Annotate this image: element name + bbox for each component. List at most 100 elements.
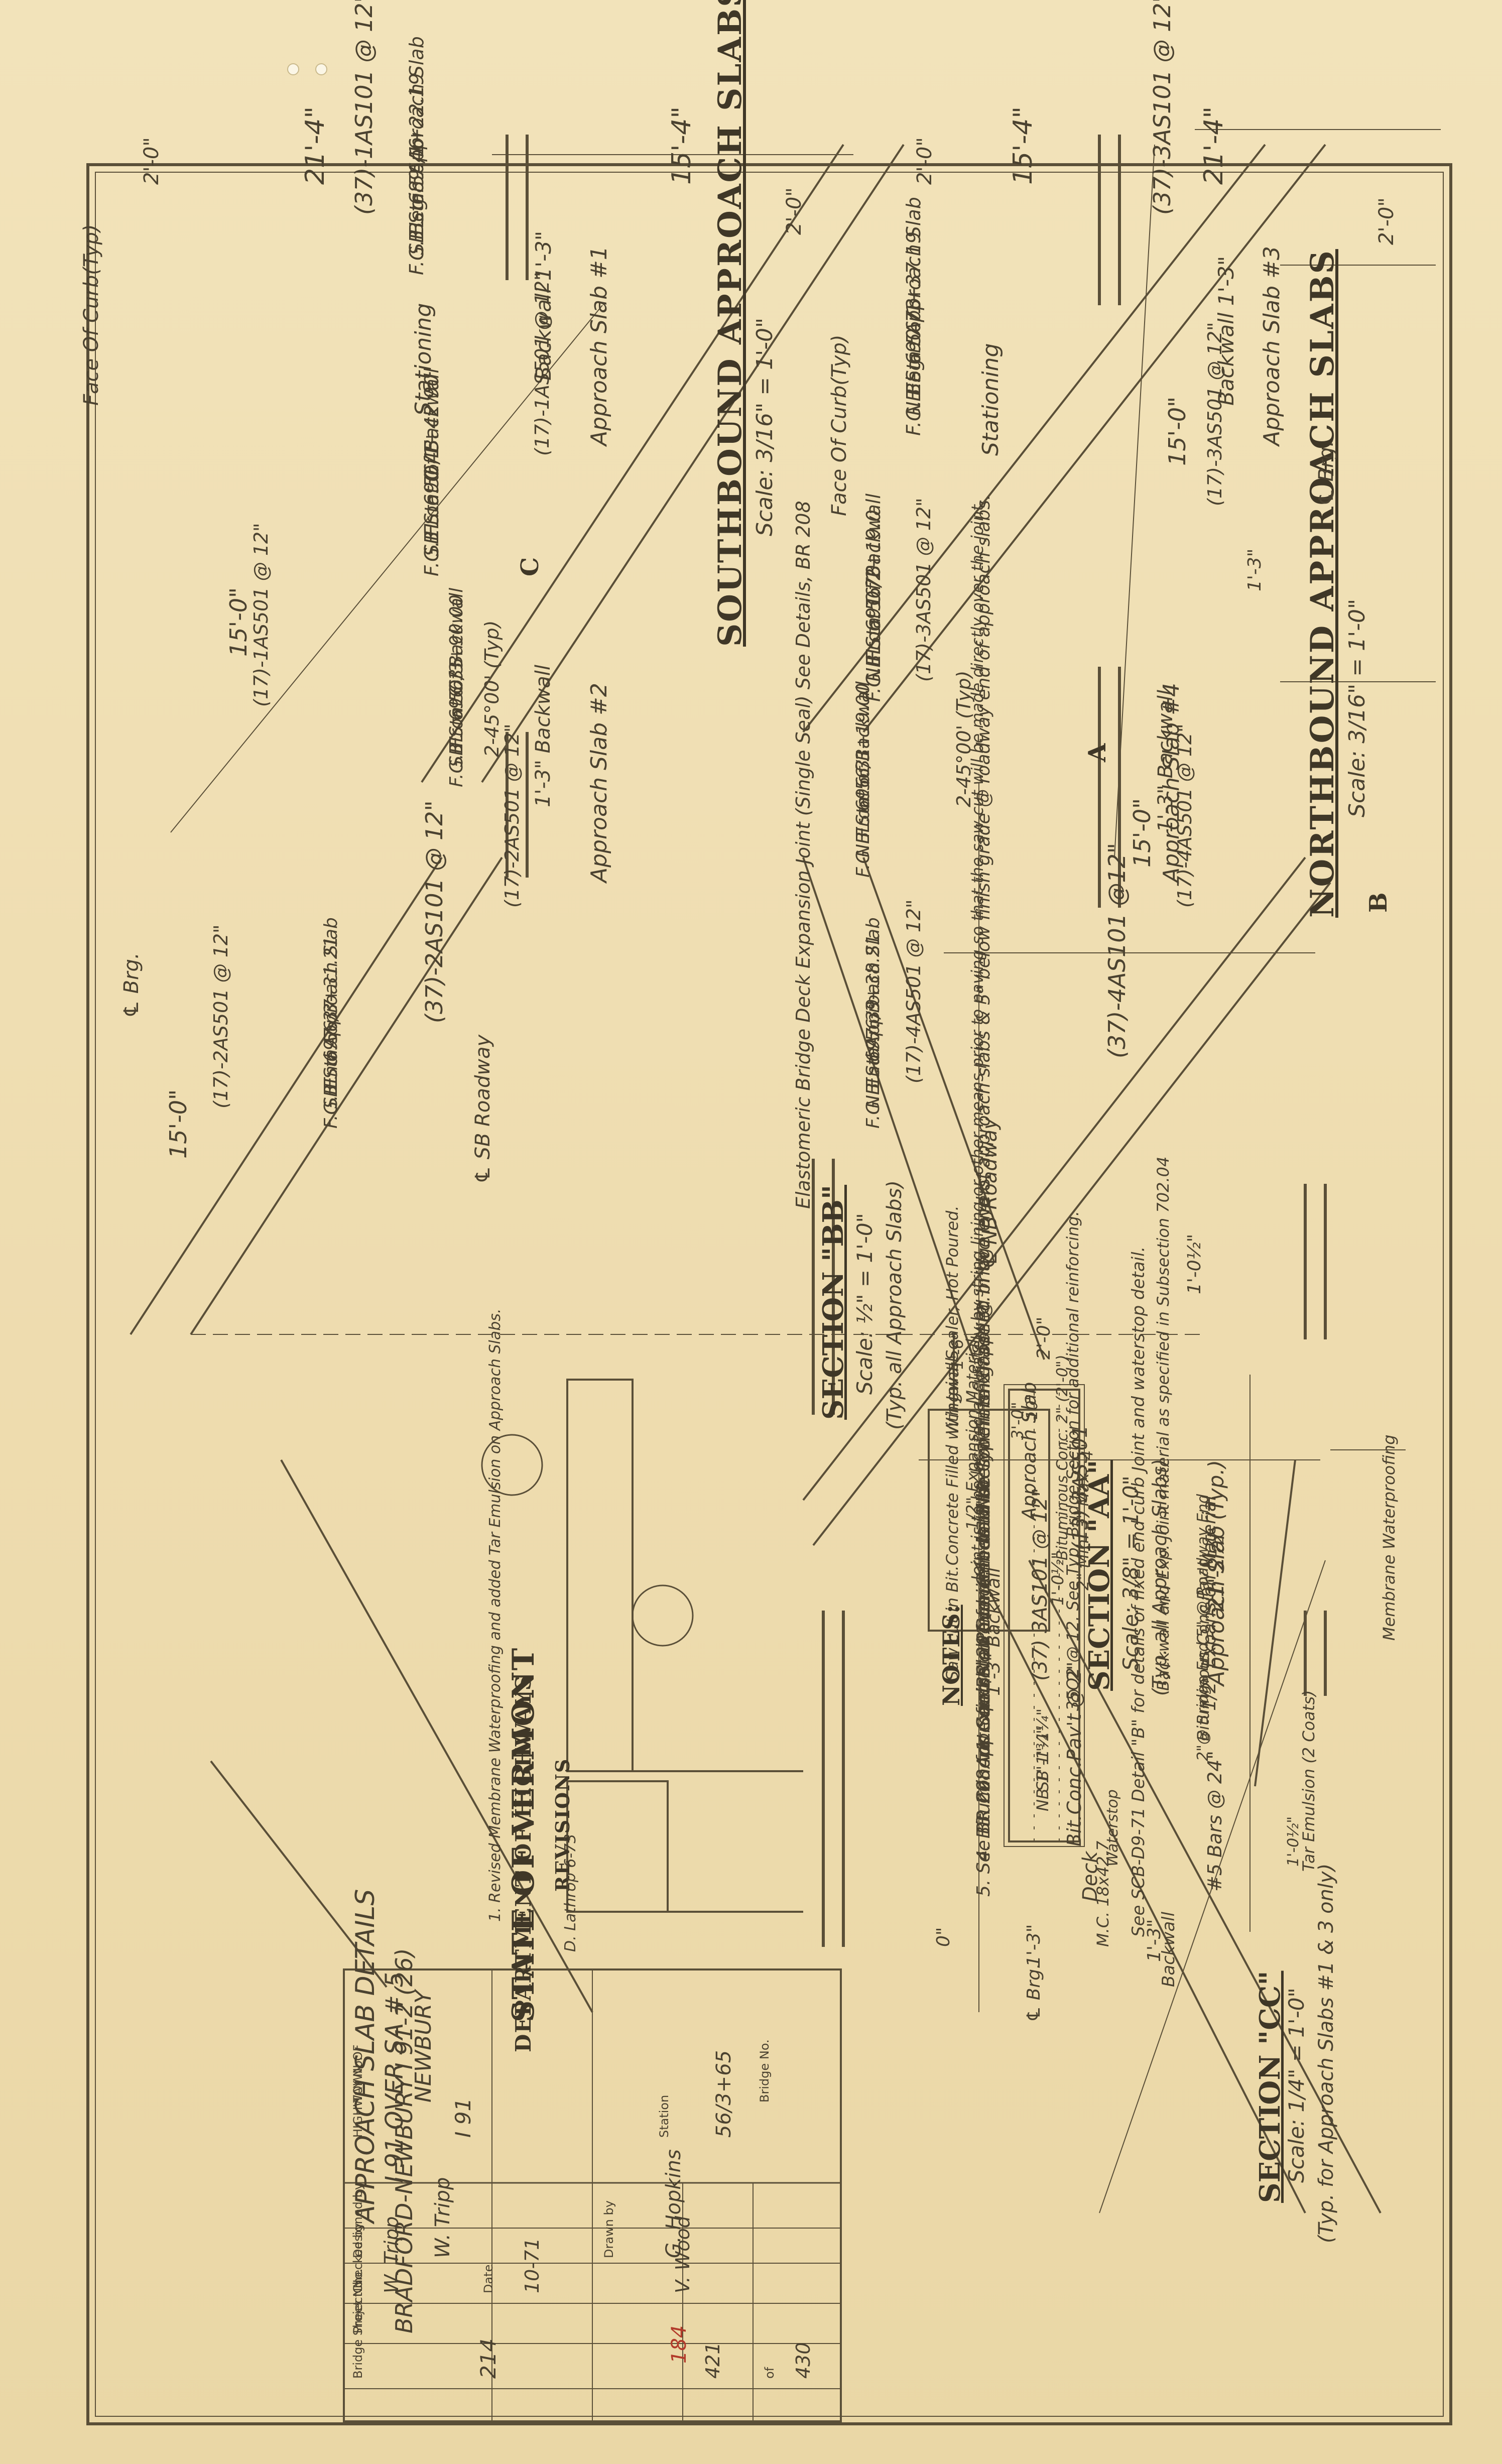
nb-begin-slab-3: F.G. El. 690.73 bbox=[903, 298, 925, 436]
sb-begin-slab-3: F.G.EL. 689.46 bbox=[406, 138, 428, 275]
red-stamp: 184 bbox=[668, 2325, 691, 2364]
sb-skew: 2-45°00' (Typ) bbox=[481, 620, 503, 757]
tb-highway: I 91 bbox=[451, 2098, 475, 2138]
northbound-plan-lines bbox=[802, 129, 1441, 2213]
aa-bars-bot: (37) 3AS101 @ 12" bbox=[1029, 1488, 1052, 1681]
sb-slab-2: Approach Slab #2 bbox=[586, 683, 612, 883]
bb-d3: 1'-0½" bbox=[1048, 1552, 1067, 1606]
aa-bars-top: (13) 3AS501 bbox=[1069, 1425, 1092, 1550]
notes-title: NOTES: bbox=[938, 1605, 965, 1706]
border-frame-inner bbox=[95, 172, 1444, 2417]
nb-stationing: Stationing bbox=[978, 343, 1004, 456]
sb-bar-1: (37)-1AS101 @ 12" bbox=[350, 0, 378, 215]
section-cc-title: SECTION "CC" bbox=[1254, 1970, 1287, 2203]
northbound-scale: Scale: 3/16" = 1'-0" bbox=[1344, 598, 1370, 817]
aa-tar: Tar Emulsion (2 Coats) bbox=[1299, 1690, 1318, 1872]
sb-dim-3: 2'-0" bbox=[140, 137, 163, 185]
nb-len-2: 15'-0" bbox=[1129, 798, 1156, 868]
sb-dim-2: 21'-4" bbox=[300, 106, 330, 185]
tb-date: 10-71 bbox=[521, 2238, 543, 2293]
aa-d1: 1'-0½" bbox=[1285, 1816, 1302, 1867]
sb-cl-roadway: ℄ SB Roadway bbox=[471, 1034, 494, 1184]
title-block-lines bbox=[343, 1968, 842, 2422]
sb-front-backwall-3: F.G.EL. 690.45 bbox=[421, 439, 443, 576]
sb-backwall-1: Backwall 1'-3" bbox=[531, 230, 556, 381]
bb-d2: 1'-6" bbox=[948, 1331, 967, 1370]
sb-backwall-2: 1'-3" Backwall bbox=[532, 664, 555, 807]
sb-slab-1: Approach Slab #1 bbox=[586, 246, 612, 446]
section-aa-scale: Scale: 3/8" = 1'-0" bbox=[1118, 1475, 1143, 1671]
nb-face-of-curb: Face Of Curb(Typ) bbox=[828, 334, 851, 516]
cc-d4: 0" bbox=[933, 1927, 954, 1947]
tb-project: BRADFORD-NEWBURY I 91-2 (26) bbox=[391, 1948, 418, 2333]
nb-end-slab-3: F.G.EL. 697.39 bbox=[863, 999, 884, 1129]
section-bb-lines bbox=[928, 1334, 1050, 1632]
section-cc-scale: Scale: 1/4" = 1'-0" bbox=[1284, 1988, 1309, 2183]
aa-d2: 3'-0" bbox=[1008, 1402, 1027, 1440]
section-aa-note: (Typ. all Approach Slabs) bbox=[1149, 1458, 1171, 1696]
nb-len-1: 15'-0" bbox=[1164, 396, 1191, 466]
nb-section-a: A bbox=[1083, 743, 1111, 762]
sb-joint-note: Elastomeric Bridge Deck Expansion Joint … bbox=[792, 501, 814, 1209]
southbound-title: SOUTHBOUND APPROACH SLABS bbox=[711, 0, 749, 647]
aa-bit2: 2"@ Bridge End 5" @ Roadway End bbox=[1194, 1494, 1212, 1761]
nb-front-backwall2-3: F.G.EL. 696.31 bbox=[853, 748, 873, 878]
sb-bar-2: (37)-2AS101 @ 12" bbox=[421, 800, 448, 1023]
sb-face-of-curb: Face Of Curb(Typ) bbox=[80, 224, 103, 406]
tb-designed: W. Tripp bbox=[431, 2177, 454, 2258]
nb-dim-2: 15'-4" bbox=[1008, 106, 1038, 185]
tb-sheet-no: 421 bbox=[702, 2342, 724, 2379]
southbound-scale: Scale: 3/16" = 1'-0" bbox=[752, 317, 778, 536]
sb-dim-4: 2'-0" bbox=[783, 187, 806, 235]
tb-bridge-no-label: Bridge No. bbox=[758, 2039, 772, 2103]
tb-drawing: APPROACH SLAB DETAILS bbox=[350, 1889, 381, 2223]
sb-section-c: C bbox=[516, 557, 544, 576]
cc-brg: ℄ Brg. bbox=[1024, 1963, 1044, 2022]
tb-total: 430 bbox=[792, 2342, 814, 2379]
tb-sta-label: Station bbox=[657, 2095, 671, 2138]
nb-dim-1: 21'-4" bbox=[1199, 106, 1229, 185]
section-cc-note: (Typ. for Approach Slabs #1 & 3 only) bbox=[1315, 1863, 1338, 2243]
note-5: 5. See BR 208 for expansion end joint de… bbox=[973, 1483, 994, 1897]
nb-pt-1-3: 1'-3" bbox=[1244, 548, 1265, 591]
cc-d2: 1'-3" bbox=[1024, 1924, 1044, 1967]
tb-date-label: Date bbox=[481, 2264, 495, 2293]
aa-membrane: Membrane Waterproofing bbox=[1380, 1434, 1399, 1641]
sb-front-backwall2-3: F.G.EL. 696.35 bbox=[446, 657, 467, 787]
punch-hole bbox=[315, 63, 327, 75]
nb-backwall-1: Backwall 1'-3" bbox=[1214, 256, 1238, 406]
revisions-text: 1. Revised Membrane Waterproofing and ad… bbox=[486, 1308, 504, 1922]
sb-diag-bar-2: (17)-1AS501 @ 12" bbox=[250, 523, 272, 707]
sb-end-slab-3: F.G.EL. 697.37 bbox=[321, 999, 341, 1129]
section-aa-lines bbox=[1004, 1375, 1250, 1932]
tb-sheet: 214 bbox=[476, 2338, 500, 2379]
sb-len-2: 15'-0" bbox=[165, 1089, 192, 1159]
section-bb-title: SECTION "BB" bbox=[817, 1184, 850, 1420]
tb-approved: V. Wood bbox=[672, 2216, 694, 2293]
section-bb-note: (Typ. all Approach Slabs) bbox=[883, 1180, 906, 1430]
nb-diag-bar-4: (17)-4AS501 @ 12" bbox=[903, 899, 925, 1083]
section-cc-lines bbox=[481, 1379, 803, 1913]
sb-len-1: 15'-0" bbox=[225, 587, 252, 657]
revisions-by: D. Lathrop 6-73 bbox=[562, 1833, 579, 1952]
bb-d1: 2'-0" bbox=[1034, 1316, 1054, 1360]
sb-diag-bar-3: (17)-2AS501 @ 12" bbox=[501, 723, 523, 908]
nb-bar-1: (37)-3AS101 @ 12" bbox=[1149, 0, 1176, 215]
nb-dim-4: 2'-0" bbox=[1375, 197, 1398, 245]
tb-drawn-label: Drawn by bbox=[602, 2200, 616, 2258]
southbound-plan-lines bbox=[130, 135, 1406, 2013]
nb-bar-2: (37)-4AS101 @12" bbox=[1103, 842, 1131, 1058]
cc-mc: M.C. 18x42.7 bbox=[1093, 1840, 1112, 1947]
tb-of: of bbox=[763, 2367, 777, 2379]
cc-d3: 1'-0½" bbox=[1184, 1234, 1205, 1294]
sb-cl-brg: ℄ Brg. bbox=[120, 952, 143, 1018]
sb-dim-1: 15'-4" bbox=[667, 106, 697, 185]
sb-diag-bar-4: (17)-2AS501 @ 12" bbox=[210, 924, 232, 1108]
tb-sta: 56/3+65 bbox=[712, 2050, 735, 2138]
northbound-title: NORTHBOUND APPROACH SLABS bbox=[1304, 249, 1341, 918]
section-bb-scale: Scale: ½" = 1'-0" bbox=[852, 1213, 877, 1395]
cc-bars-5: #5 Bars @ 24" bbox=[1204, 1751, 1226, 1892]
